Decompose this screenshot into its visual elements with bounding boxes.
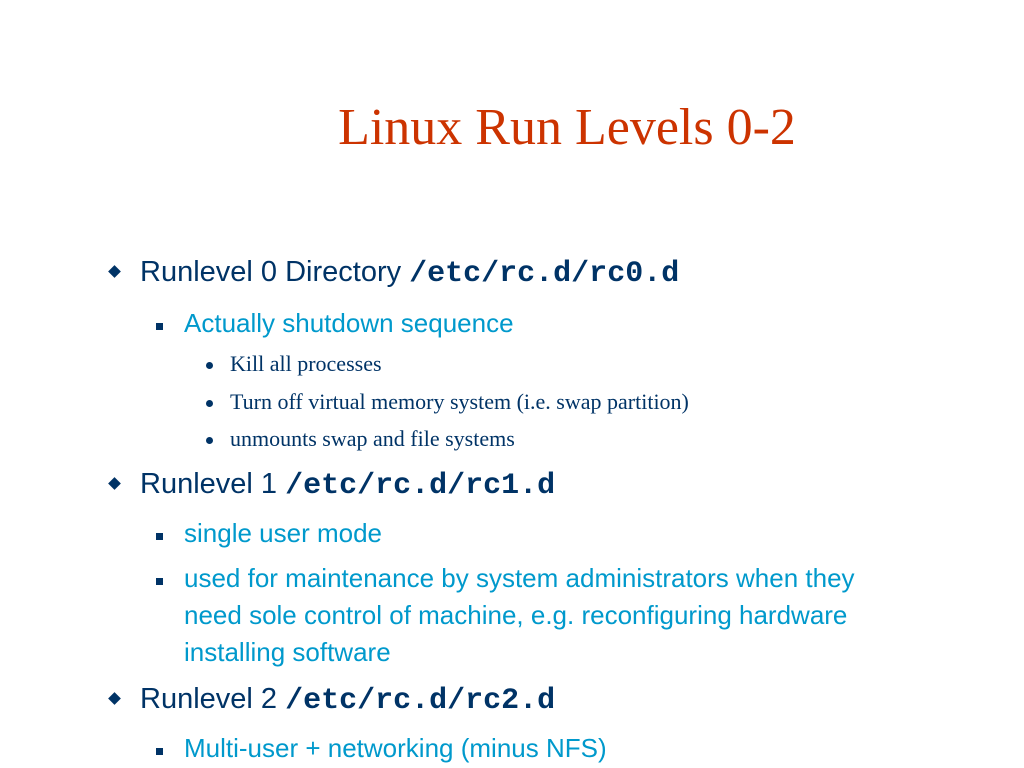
diamond-bullet-icon	[108, 477, 121, 490]
bullet-runlevel-0: Runlevel 0 Directory /etc/rc.d/rc0.d	[140, 256, 680, 291]
bullet-text: Runlevel 1	[140, 468, 286, 500]
bullet-runlevel-2: Runlevel 2 /etc/rc.d/rc2.d	[140, 683, 556, 718]
sub-sub-bullet-unmounts: unmounts swap and file systems	[230, 426, 515, 451]
directory-path: /etc/rc.d/rc2.d	[285, 684, 556, 718]
dot-bullet-icon	[206, 362, 213, 369]
bullet-text: Runlevel 2	[140, 683, 286, 715]
sub-sub-bullet-virtual-memory: Turn off virtual memory system (i.e. swa…	[230, 389, 689, 414]
square-bullet-icon	[156, 323, 163, 330]
sub-bullet-maintenance-line-3: installing software	[184, 637, 391, 667]
sub-bullet-maintenance-line-2: need sole control of machine, e.g. recon…	[184, 600, 848, 630]
dot-bullet-icon	[206, 400, 213, 407]
slide-title: Linux Run Levels 0-2	[338, 99, 796, 156]
sub-sub-bullet-kill-processes: Kill all processes	[230, 351, 382, 376]
sub-bullet-multi-user-networking: Multi-user + networking (minus NFS)	[184, 733, 607, 763]
sub-bullet-maintenance-line-1: used for maintenance by system administr…	[184, 563, 855, 593]
sub-bullet-shutdown-sequence: Actually shutdown sequence	[184, 308, 514, 338]
bullet-text: Runlevel 0 Directory	[140, 256, 410, 288]
square-bullet-icon	[156, 533, 163, 540]
dot-bullet-icon	[206, 437, 213, 444]
sub-bullet-single-user-mode: single user mode	[184, 518, 382, 548]
diamond-bullet-icon	[108, 692, 121, 705]
directory-path: /etc/rc.d/rc0.d	[409, 257, 680, 291]
bullet-runlevel-1: Runlevel 1 /etc/rc.d/rc1.d	[140, 468, 556, 503]
directory-path: /etc/rc.d/rc1.d	[285, 469, 556, 503]
diamond-bullet-icon	[108, 265, 121, 278]
square-bullet-icon	[156, 578, 163, 585]
square-bullet-icon	[156, 748, 163, 755]
